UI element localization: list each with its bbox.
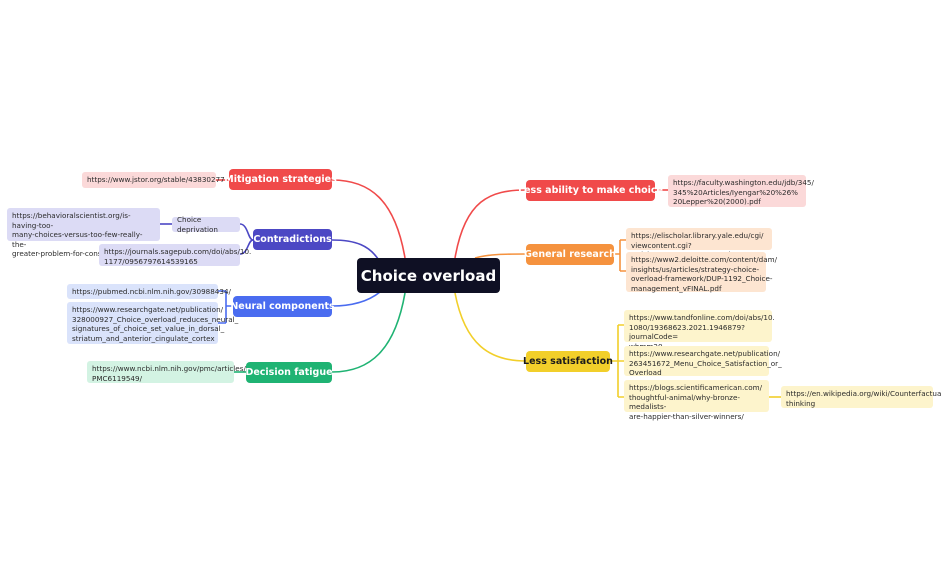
branch-general-research[interactable]: General research <box>524 244 616 265</box>
edge-general-leaves <box>614 239 626 272</box>
edge-neural-leaves <box>218 290 233 324</box>
branch-mitigation-strategies[interactable]: Mitigation strategies <box>224 169 337 190</box>
edge-less-satisfaction <box>454 292 527 362</box>
leaf-link-ncbi[interactable]: https://www.ncbi.nlm.nih.gov/pmc/article… <box>87 361 246 383</box>
edge-fatigue <box>331 292 406 373</box>
leaf-link-sagepub[interactable]: https://journals.sagepub.com/doi/abs/10.… <box>99 244 251 266</box>
leaf-link-researchgate-neural[interactable]: https://www.researchgate.net/publication… <box>67 302 238 344</box>
leaf-link-deloitte[interactable]: https://www2.deloitte.com/content/dam/ i… <box>626 252 777 293</box>
edge-contradictions-leaf <box>239 239 254 255</box>
central-topic[interactable]: Choice overload <box>357 258 500 293</box>
leaf-link-jstor[interactable]: https://www.jstor.org/stable/43830277 <box>82 172 225 188</box>
edge-less-satisfaction-leaves <box>610 324 624 398</box>
branch-decision-fatigue[interactable]: Decision fatigue <box>245 362 333 383</box>
leaf-link-pubmed[interactable]: https://pubmed.ncbi.nlm.nih.gov/30988434… <box>67 284 231 299</box>
branch-neural-components[interactable]: Neural components <box>230 296 335 317</box>
edge-less-ability <box>454 189 527 259</box>
leaf-link-wikipedia-counterfactual[interactable]: https://en.wikipedia.org/wiki/Counterfac… <box>781 386 941 408</box>
leaf-link-tandfonline[interactable]: https://www.tandfonline.com/doi/abs/10. … <box>624 310 775 351</box>
sub-topic-choice-deprivation[interactable]: Choice deprivation <box>172 215 240 234</box>
branch-contradictions[interactable]: Contradictions <box>253 229 332 250</box>
leaf-link-washington[interactable]: https://faculty.washington.edu/jdb/345/ … <box>668 175 814 207</box>
edge-mitigation <box>331 179 406 259</box>
edge-general <box>474 253 527 259</box>
branch-less-ability[interactable]: Less ability to make choice <box>518 180 663 201</box>
edge-contradictions-sub <box>239 223 254 241</box>
leaf-link-scientificamerican[interactable]: https://blogs.scientificamerican.com/ th… <box>624 380 769 421</box>
leaf-link-researchgate-menu[interactable]: https://www.researchgate.net/publication… <box>624 346 782 377</box>
branch-less-satisfaction[interactable]: Less satisfaction <box>523 351 613 372</box>
leaf-link-yale[interactable]: https://elischolar.library.yale.edu/cgi/… <box>626 228 772 259</box>
leaf-link-behavioralscientist[interactable]: https://behavioralscientist.org/is-havin… <box>7 208 160 258</box>
edge-neural <box>331 291 381 307</box>
